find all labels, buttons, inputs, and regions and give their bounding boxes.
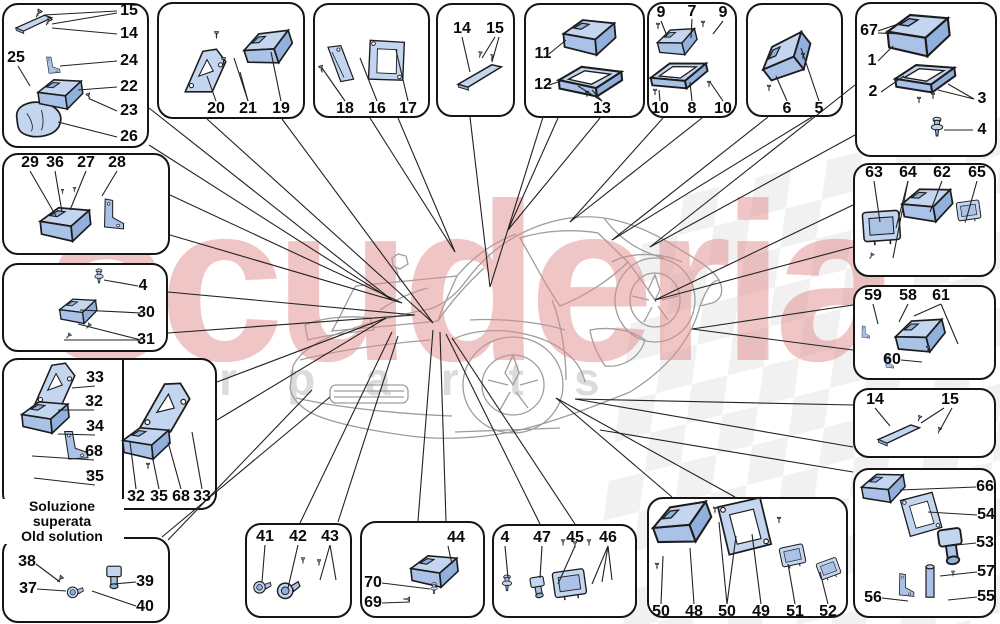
part-number-label-33[interactable]: 33 bbox=[193, 488, 211, 505]
part-number-label-4[interactable]: 4 bbox=[977, 121, 987, 138]
part-number-label-15[interactable]: 15 bbox=[120, 2, 138, 19]
part-number-label-60[interactable]: 60 bbox=[883, 351, 901, 368]
part-number-label-37[interactable]: 37 bbox=[19, 580, 37, 597]
part-number-label-70[interactable]: 70 bbox=[364, 574, 382, 591]
part-number-label-21[interactable]: 21 bbox=[239, 100, 257, 117]
part-number-label-43[interactable]: 43 bbox=[321, 528, 339, 545]
part-number-label-8[interactable]: 8 bbox=[687, 100, 697, 117]
part-number-label-65[interactable]: 65 bbox=[968, 164, 986, 181]
part-number-label-56[interactable]: 56 bbox=[864, 589, 882, 606]
part-number-label-49[interactable]: 49 bbox=[752, 603, 770, 620]
part-number-label-50[interactable]: 50 bbox=[652, 603, 670, 620]
part-number-label-35[interactable]: 35 bbox=[150, 488, 168, 505]
part-number-label-32[interactable]: 32 bbox=[85, 393, 103, 410]
part-number-label-44[interactable]: 44 bbox=[447, 529, 465, 546]
part-number-label-16[interactable]: 16 bbox=[368, 100, 386, 117]
part-number-label-35[interactable]: 35 bbox=[86, 468, 104, 485]
part-number-label-55[interactable]: 55 bbox=[977, 588, 995, 605]
part-number-label-61[interactable]: 61 bbox=[932, 287, 950, 304]
part-number-label-11[interactable]: 11 bbox=[534, 45, 552, 62]
part-number-label-25[interactable]: 25 bbox=[7, 49, 25, 66]
part-number-label-13[interactable]: 13 bbox=[593, 100, 611, 117]
part-number-label-54[interactable]: 54 bbox=[977, 506, 995, 523]
part-number-label-59[interactable]: 59 bbox=[864, 287, 882, 304]
part-number-label-10[interactable]: 10 bbox=[651, 100, 669, 117]
part-number-label-46[interactable]: 46 bbox=[599, 529, 617, 546]
part-number-label-40[interactable]: 40 bbox=[136, 598, 154, 615]
part-number-label-9[interactable]: 9 bbox=[656, 4, 666, 21]
part-number-label-47[interactable]: 47 bbox=[533, 529, 551, 546]
part-number-label-19[interactable]: 19 bbox=[272, 100, 290, 117]
part-number-label-15[interactable]: 15 bbox=[486, 20, 504, 37]
part-number-label-28[interactable]: 28 bbox=[108, 154, 126, 171]
part-number-label-68[interactable]: 68 bbox=[172, 488, 190, 505]
part-number-label-14[interactable]: 14 bbox=[120, 25, 138, 42]
part-number-label-18[interactable]: 18 bbox=[336, 100, 354, 117]
part-number-label-31[interactable]: 31 bbox=[137, 331, 155, 348]
part-number-label-14[interactable]: 14 bbox=[866, 391, 884, 408]
part-number-label-3[interactable]: 3 bbox=[977, 90, 987, 107]
part-number-label-12[interactable]: 12 bbox=[534, 76, 552, 93]
part-number-label-9[interactable]: 9 bbox=[718, 4, 728, 21]
part-number-label-10[interactable]: 10 bbox=[714, 100, 732, 117]
part-number-label-14[interactable]: 14 bbox=[453, 20, 471, 37]
part-number-label-7[interactable]: 7 bbox=[687, 3, 697, 20]
part-number-label-62[interactable]: 62 bbox=[933, 164, 951, 181]
part-number-label-5[interactable]: 5 bbox=[814, 100, 824, 117]
part-number-label-53[interactable]: 53 bbox=[976, 534, 994, 551]
callout-panel-p18[interactable] bbox=[647, 497, 848, 618]
part-number-label-34[interactable]: 34 bbox=[86, 418, 104, 435]
part-number-label-4[interactable]: 4 bbox=[138, 277, 148, 294]
part-number-label-24[interactable]: 24 bbox=[120, 52, 138, 69]
callout-panel-p7[interactable] bbox=[746, 3, 843, 117]
part-number-label-22[interactable]: 22 bbox=[120, 78, 138, 95]
part-number-label-41[interactable]: 41 bbox=[256, 528, 274, 545]
part-number-label-6[interactable]: 6 bbox=[782, 100, 792, 117]
part-number-label-33[interactable]: 33 bbox=[86, 369, 104, 386]
part-number-label-15[interactable]: 15 bbox=[941, 391, 959, 408]
part-number-label-27[interactable]: 27 bbox=[77, 154, 95, 171]
part-number-label-42[interactable]: 42 bbox=[289, 528, 307, 545]
part-number-label-4[interactable]: 4 bbox=[500, 529, 510, 546]
part-number-label-58[interactable]: 58 bbox=[899, 287, 917, 304]
part-number-label-29[interactable]: 29 bbox=[21, 154, 39, 171]
part-number-label-50[interactable]: 50 bbox=[718, 603, 736, 620]
old-solution-note: Soluzione superata Old solution bbox=[0, 499, 124, 544]
part-number-label-67[interactable]: 67 bbox=[860, 22, 878, 39]
part-number-label-51[interactable]: 51 bbox=[786, 603, 804, 620]
part-number-label-1[interactable]: 1 bbox=[867, 52, 877, 69]
part-number-label-68[interactable]: 68 bbox=[85, 443, 103, 460]
part-number-label-38[interactable]: 38 bbox=[18, 553, 36, 570]
part-number-label-64[interactable]: 64 bbox=[899, 164, 917, 181]
old-solution-note-line1: Soluzione superata bbox=[28, 498, 96, 529]
part-number-label-57[interactable]: 57 bbox=[977, 563, 995, 580]
part-number-label-69[interactable]: 69 bbox=[364, 594, 382, 611]
part-number-label-26[interactable]: 26 bbox=[120, 128, 138, 145]
part-number-label-45[interactable]: 45 bbox=[566, 529, 584, 546]
part-number-label-48[interactable]: 48 bbox=[685, 603, 703, 620]
part-number-label-20[interactable]: 20 bbox=[207, 100, 225, 117]
old-solution-note-line2: Old solution bbox=[21, 528, 103, 544]
part-number-label-52[interactable]: 52 bbox=[819, 603, 837, 620]
part-number-label-2[interactable]: 2 bbox=[868, 83, 878, 100]
part-number-label-63[interactable]: 63 bbox=[865, 164, 883, 181]
callout-panel-p4[interactable] bbox=[436, 3, 515, 117]
part-number-label-17[interactable]: 17 bbox=[399, 100, 417, 117]
part-number-label-39[interactable]: 39 bbox=[136, 573, 154, 590]
part-number-label-66[interactable]: 66 bbox=[976, 478, 994, 495]
part-number-label-32[interactable]: 32 bbox=[127, 488, 145, 505]
part-number-label-30[interactable]: 30 bbox=[137, 304, 155, 321]
panel-divider bbox=[122, 360, 124, 508]
part-number-label-23[interactable]: 23 bbox=[120, 102, 138, 119]
part-number-label-36[interactable]: 36 bbox=[46, 154, 64, 171]
